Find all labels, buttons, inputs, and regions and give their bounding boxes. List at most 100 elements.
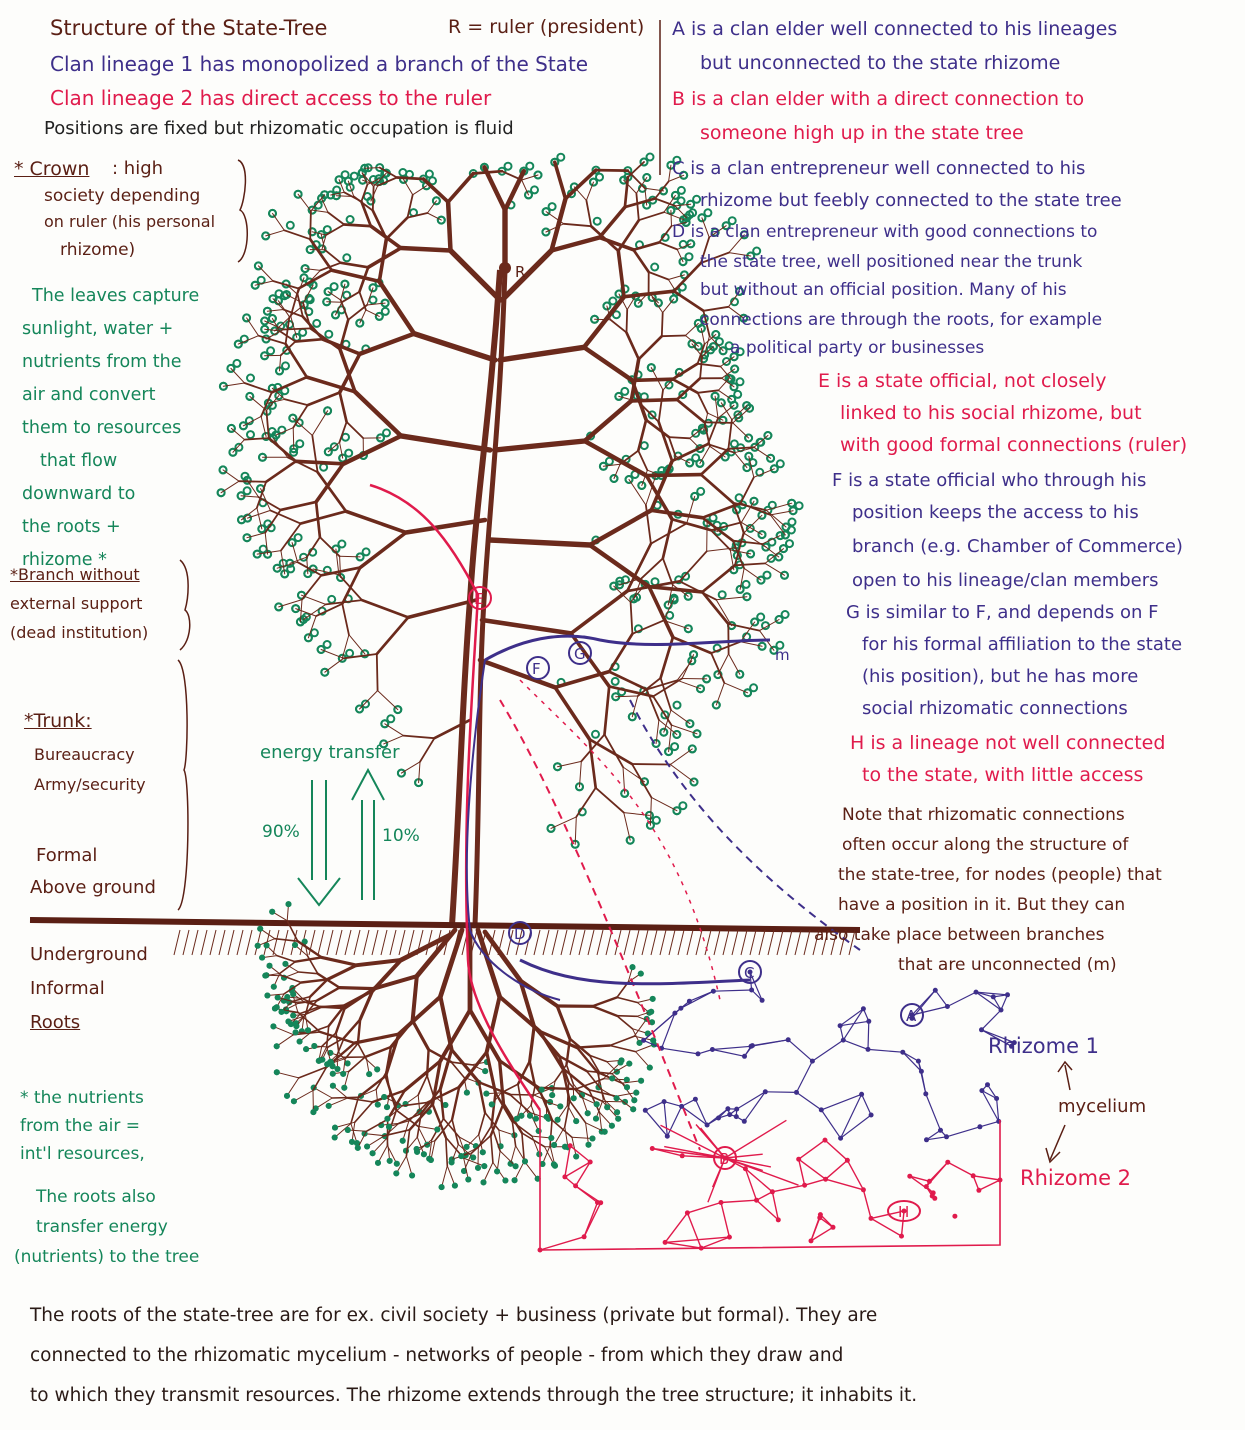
rhizome-1-node <box>933 988 938 993</box>
root-tip <box>330 1071 336 1077</box>
root-tip <box>614 1095 620 1101</box>
leaf <box>267 347 274 354</box>
root-tip <box>481 1163 487 1169</box>
rhizome-2-node <box>818 1212 823 1217</box>
hatch-mark <box>705 930 711 955</box>
root-tip <box>630 1106 636 1112</box>
branch <box>564 224 592 226</box>
leaf <box>609 298 616 305</box>
legend-h-2: to the state, with little access <box>862 764 1143 787</box>
leaf <box>686 253 693 260</box>
diagram-title: Structure of the State-Tree <box>50 16 327 42</box>
branch <box>284 230 310 239</box>
branch <box>687 496 695 523</box>
root-tip <box>328 1059 334 1065</box>
root <box>328 965 357 979</box>
rhizome-1-node <box>999 1008 1004 1013</box>
branch <box>308 393 340 406</box>
rhizome-1-link <box>681 991 714 1008</box>
leaf <box>282 362 289 369</box>
rhizome-2-node <box>719 1200 724 1205</box>
branch <box>343 436 401 464</box>
root-tip <box>381 1094 387 1100</box>
hatch-mark <box>651 930 657 955</box>
root-tip <box>375 1160 381 1166</box>
rhizome-2-node <box>831 1225 836 1230</box>
node-g-label: G <box>574 645 586 663</box>
branch <box>301 511 346 523</box>
hatch-mark <box>237 930 243 955</box>
root <box>610 1046 636 1052</box>
footer-line: The roots of the state-tree are for ex. … <box>30 1296 917 1336</box>
rhizome-1-link <box>841 1115 872 1138</box>
formal-line: Formal <box>36 840 156 872</box>
rhizome-1-link <box>868 1021 869 1049</box>
rhizome-2-node <box>869 1216 874 1221</box>
root <box>317 988 339 1001</box>
branch <box>632 620 663 633</box>
branch <box>293 428 294 449</box>
leaf <box>737 378 744 385</box>
root <box>277 1072 299 1078</box>
leaves-line: The leaves capture <box>32 280 199 313</box>
rhizome-1-node <box>979 1027 984 1032</box>
root-tip <box>400 1138 406 1144</box>
clan-2-red-path <box>370 485 540 1110</box>
leaf <box>260 546 267 553</box>
rhizome-1-node <box>991 994 996 999</box>
rhizome-2-link <box>665 1242 701 1248</box>
branch <box>686 336 699 347</box>
branch <box>502 251 552 301</box>
root-tip <box>512 1177 518 1183</box>
root-tip <box>494 1168 500 1174</box>
leaves-line: air and convert <box>22 379 199 412</box>
leaf <box>719 591 726 598</box>
hatch-mark <box>372 930 378 955</box>
root-tip <box>551 1142 557 1148</box>
leaf <box>505 163 512 170</box>
hatch-mark <box>183 930 189 955</box>
branch <box>427 201 436 213</box>
root-tip <box>293 1023 299 1029</box>
rhizome-1-node <box>786 1037 791 1042</box>
leaf <box>789 519 796 526</box>
rhizome-1-node <box>641 1038 646 1043</box>
rhizome-2-link <box>805 1179 826 1185</box>
root-tip <box>522 1158 528 1164</box>
branch <box>401 762 420 773</box>
leaf <box>782 611 789 618</box>
root-tip <box>349 1139 355 1145</box>
branch <box>386 218 407 239</box>
formal-note: Formal Above ground <box>30 840 156 904</box>
root <box>365 1047 391 1057</box>
root-tip <box>311 1043 317 1049</box>
leaf <box>244 487 251 494</box>
branch <box>671 710 690 724</box>
rhizome-1-node <box>810 1059 815 1064</box>
rhizome-1-node <box>696 1051 701 1056</box>
root-tip <box>593 1116 599 1122</box>
rhizome-1-node <box>734 1114 739 1119</box>
root-tip <box>366 1071 372 1077</box>
hatch-mark <box>795 930 801 955</box>
root-tip <box>274 1043 280 1049</box>
leaf <box>757 614 764 621</box>
trunk-line: Bureaucracy <box>34 740 146 770</box>
branch <box>636 193 638 220</box>
root-tip <box>571 1095 577 1101</box>
leaf <box>526 163 533 170</box>
node-f: F <box>527 657 549 679</box>
root-tip <box>330 1083 336 1089</box>
trunk-line: Army/security <box>34 770 146 800</box>
clan-2-note: Clan lineage 2 has direct access to the … <box>50 86 491 110</box>
root-tip <box>630 964 636 970</box>
rhizome-1-link <box>862 1094 872 1115</box>
hatch-mark <box>192 930 198 955</box>
rhizome-1-node <box>760 998 765 1003</box>
hatch-mark <box>363 930 369 955</box>
root <box>568 1082 569 1105</box>
branch <box>705 422 733 423</box>
leaf <box>338 541 345 548</box>
root-tip <box>387 1158 393 1164</box>
branch <box>718 390 731 399</box>
